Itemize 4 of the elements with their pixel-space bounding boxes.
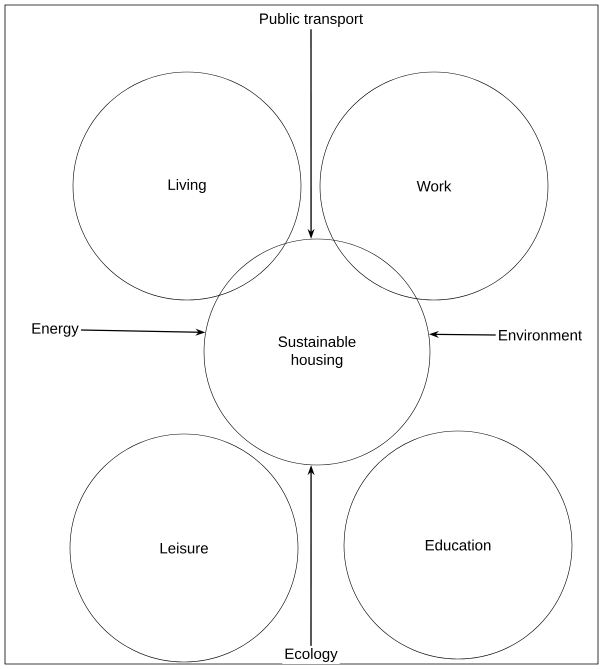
label-text: Public transport: [256, 11, 366, 29]
label-text: Ecology: [282, 646, 340, 664]
label-text: Environment: [496, 328, 584, 342]
label-text: Energy: [29, 321, 81, 339]
